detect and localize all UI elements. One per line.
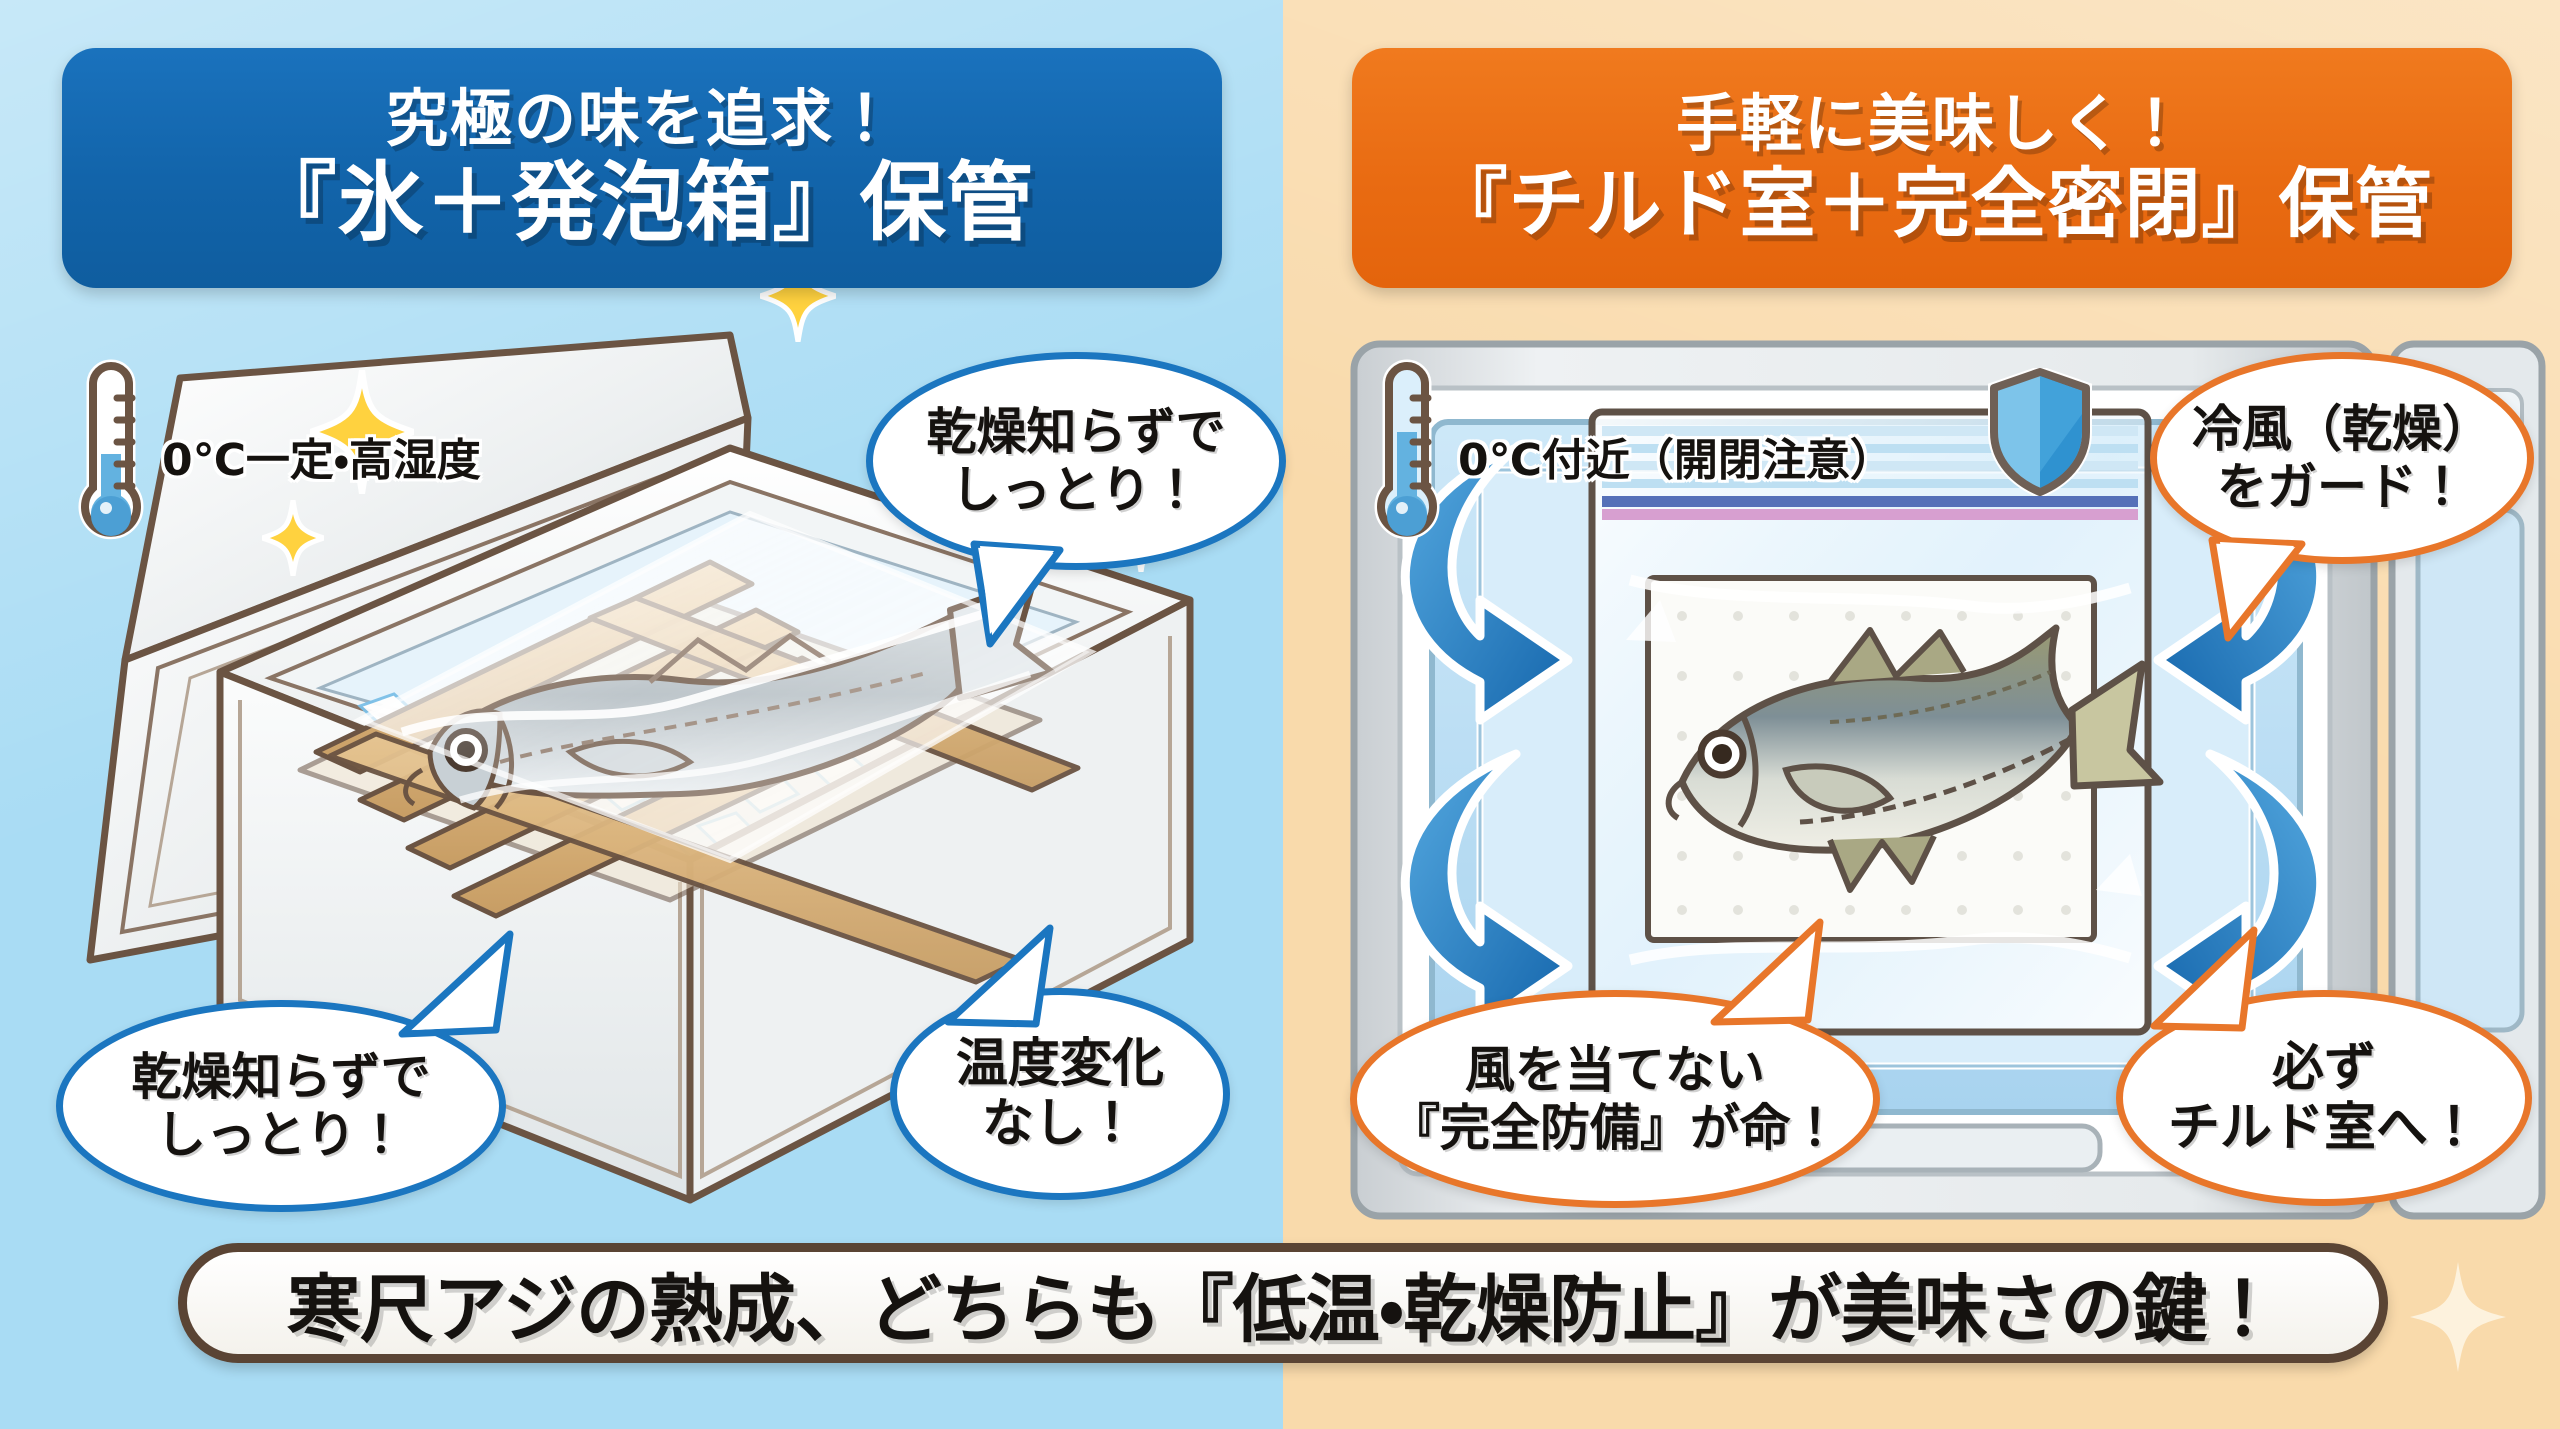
thermometer-icon (78, 359, 144, 540)
bubble-tail (398, 930, 514, 1038)
bubble-tail (2208, 536, 2306, 642)
zip-bag (1588, 408, 2164, 1036)
right-temperature-caption: 0℃付近（開閉注意） (1372, 358, 1894, 554)
left-panel-banner: 究極の味を追求！ 『氷＋発泡箱』保管 (62, 48, 1222, 288)
left-temperature-caption: 0℃一定・高湿度 (76, 358, 481, 554)
right-banner-line1: 手軽に美味しく！ (1675, 87, 2188, 161)
bubble-line2: しっとり！ (951, 461, 1201, 519)
left-banner-line1: 究極の味を追求！ (385, 82, 898, 156)
bubble-dry-proof-top: 乾燥知らずで しっとり！ (866, 352, 1286, 570)
right-banner-line2: 『チルド室＋完全密閉』保管 (1431, 158, 2433, 248)
zip-seal (1602, 426, 2138, 520)
footer-text: 寒尺アジの熟成、どちらも『低温・乾燥防止』が美味さの鍵！ (286, 1266, 2280, 1353)
bubble-full-protection: 風を当てない 『完全防備』が命！ (1350, 990, 1880, 1208)
footer-banner: 寒尺アジの熟成、どちらも『低温・乾燥防止』が美味さの鍵！ (178, 1243, 2388, 1363)
bubble-line2: なし！ (981, 1094, 1138, 1154)
bubble-tail (1710, 918, 1824, 1026)
bubble-line1: 冷風（乾燥） (2192, 400, 2492, 458)
bubble-tail (970, 540, 1064, 648)
left-banner-line2: 『氷＋発泡箱』保管 (250, 153, 1034, 254)
thermometer-icon (1374, 359, 1440, 540)
right-panel-banner: 手軽に美味しく！ 『チルド室＋完全密閉』保管 (1352, 48, 2512, 288)
bubble-line1: 風を当てない (1465, 1041, 1765, 1099)
bubble-line2: チルド室へ！ (2167, 1098, 2480, 1158)
left-caption-text: 0℃一定・高湿度 (162, 435, 481, 486)
arrow-left-lower (1400, 749, 1573, 1031)
right-caption-text: 0℃付近（開閉注意） (1458, 435, 1894, 486)
bubble-line1: 温度変化 (955, 1033, 1164, 1094)
sparkle-icon (262, 500, 324, 576)
bubble-line1: 必ず (2271, 1037, 2376, 1098)
bubble-guard-cold-air: 冷風（乾燥） をガード！ (2150, 352, 2534, 564)
bubble-line1: 乾燥知らずで (926, 403, 1226, 461)
bubble-tail (944, 924, 1054, 1028)
bubble-line2: しっとり！ (156, 1106, 406, 1164)
shield-icon (1988, 368, 2092, 496)
bubble-line2: 『完全防備』が命！ (1390, 1099, 1840, 1157)
styrofoam-box-illustration (86, 331, 1194, 1204)
fish-right (1665, 624, 2164, 893)
bubble-no-temp-change: 温度変化 なし！ (890, 988, 1230, 1200)
plastic-wrapped-fish (352, 510, 1097, 864)
bubble-line1: 乾燥知らずで (131, 1048, 431, 1106)
bubble-line2: をガード！ (2217, 458, 2467, 516)
bubble-tail (2150, 926, 2258, 1032)
sparkle-icon (310, 370, 414, 494)
four-point-star-icon (2410, 1262, 2506, 1372)
